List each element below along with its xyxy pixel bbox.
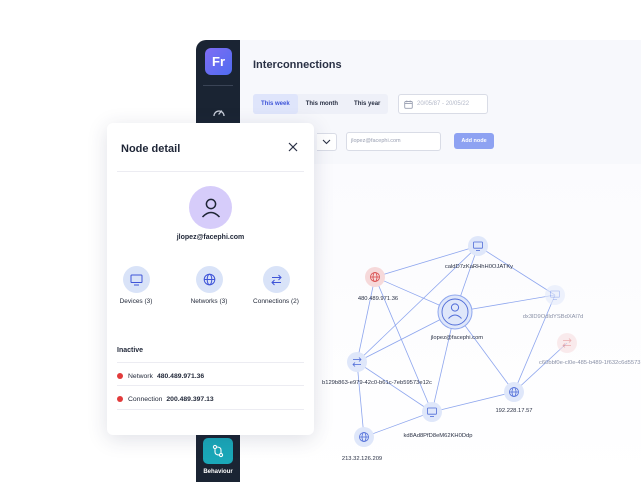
calendar-icon — [404, 100, 413, 109]
globe-icon — [370, 272, 380, 282]
graph-edges — [356, 245, 568, 438]
arrows-exchange-icon — [352, 357, 362, 367]
graph-node-label: 480.489.971.36 — [358, 296, 398, 302]
graph-node-network[interactable] — [354, 427, 374, 447]
graph-edge — [374, 276, 433, 413]
divider — [117, 409, 304, 410]
inactive-item-value: 200.489.397.13 — [166, 395, 214, 403]
gauge-icon[interactable] — [212, 106, 226, 118]
graph-node-label: c60bbf0e-cl0e-485-b489-1f632c6d5573 — [539, 360, 641, 366]
graph-node-connection-inactive[interactable] — [557, 333, 577, 353]
networks-stat-label: Networks (3) — [190, 298, 228, 305]
arrows-exchange-icon — [562, 338, 572, 348]
graph-node-label: caldD7zKaRHhH0OJATKy — [445, 264, 513, 270]
graph-edge — [431, 391, 515, 413]
graph-node-label: 213.32.126.209 — [342, 456, 382, 462]
graph-edge — [356, 361, 433, 413]
networks-stat-button[interactable] — [196, 266, 223, 293]
graph-node-connection[interactable] — [347, 352, 367, 372]
period-tabs: This week This month This year — [253, 94, 389, 114]
divider — [117, 171, 304, 172]
graph-node-label-line: c60bbf0e-cl0e-485-b489-1f632c6d5573 — [539, 360, 641, 366]
graph-edge — [374, 245, 479, 278]
divider — [117, 362, 304, 363]
graph-edge — [356, 311, 456, 363]
arrows-exchange-icon — [271, 274, 282, 285]
app-logo[interactable]: Fr — [205, 48, 232, 75]
date-range-input[interactable]: 20/05/87 - 20/05/22 — [398, 94, 488, 114]
graph-node-network[interactable] — [504, 382, 524, 402]
sidebar-divider — [203, 85, 233, 86]
graph-node-device-faint[interactable] — [545, 285, 565, 305]
globe-icon — [359, 432, 369, 442]
sidebar-item-behaviour[interactable] — [203, 438, 233, 464]
graph-node-device[interactable] — [468, 236, 488, 256]
graph-node-center-label: jlopez@facephi.com — [430, 335, 483, 341]
inactive-item-type: Network — [128, 372, 153, 380]
inactive-item-value: 480.489.971.36 — [156, 372, 205, 380]
devices-stat-label: Devices (3) — [119, 298, 153, 305]
tab-this-month[interactable]: This month — [305, 101, 339, 107]
date-range-placeholder: 20/05/87 - 20/05/22 — [417, 101, 470, 107]
node-detail-panel: Node detail jlopez@facephi.com Devices (… — [107, 123, 314, 435]
monitor-icon — [550, 290, 560, 300]
graph-node-label: b129b863-e979-42c0-b61c-7eb59573e12c — [322, 380, 432, 386]
graph-node-network-inactive[interactable] — [365, 267, 385, 287]
branch-icon — [212, 444, 224, 458]
monitor-icon — [130, 274, 143, 285]
tab-this-year[interactable]: This year — [354, 101, 381, 107]
graph-node-label: dx3lD9OdldYSBdXAl7d — [523, 314, 584, 320]
node-email: jlopez@facephi.com — [176, 234, 245, 241]
graph-edge — [356, 361, 365, 438]
status-dot — [117, 373, 123, 379]
graph-edge — [356, 245, 479, 363]
inactive-network-row[interactable]: Network 480.489.971.36 — [117, 370, 204, 382]
close-icon[interactable] — [287, 141, 299, 153]
graph-edge — [477, 245, 556, 296]
filter-dropdown[interactable] — [317, 133, 337, 151]
status-dot — [117, 396, 123, 402]
page-title: Interconnections — [253, 59, 342, 71]
graph-node-label: 192.228.17.57 — [495, 408, 532, 414]
devices-stat-button[interactable] — [123, 266, 150, 293]
globe-icon — [203, 273, 216, 286]
user-icon — [448, 303, 462, 319]
node-detail-title: Node detail — [121, 143, 181, 155]
inactive-heading: Inactive — [117, 347, 144, 354]
graph-node-label-line: b129b863-e979-42c0-b61c-7eb59573e12c — [322, 380, 432, 386]
user-icon — [201, 198, 220, 218]
globe-icon — [509, 387, 519, 397]
tab-this-week[interactable]: This week — [253, 94, 298, 114]
graph-edge — [513, 342, 568, 393]
chevron-down-icon — [322, 139, 331, 145]
graph-edge — [356, 276, 376, 363]
sidebar-item-behaviour-label: Behaviour — [203, 469, 233, 475]
graph-node-center[interactable] — [437, 294, 473, 330]
graph-node-label: kd8Ad8PfD8eM62KH0Ddp — [404, 433, 473, 439]
inactive-connection-row[interactable]: Connection 200.489.397.13 — [117, 393, 214, 405]
inactive-item-type: Connection — [128, 395, 163, 403]
avatar — [189, 186, 232, 229]
graph-edge — [513, 294, 556, 393]
add-node-button[interactable]: Add node — [454, 133, 494, 149]
connections-stat-button[interactable] — [263, 266, 290, 293]
connections-stat-label: Connections (2) — [253, 298, 299, 305]
graph-edge — [363, 411, 433, 438]
search-input[interactable]: jlopez@facephi.com — [346, 132, 441, 151]
graph-node-device[interactable] — [422, 402, 442, 422]
monitor-icon — [473, 241, 483, 251]
divider — [117, 385, 304, 386]
monitor-icon — [427, 407, 437, 417]
